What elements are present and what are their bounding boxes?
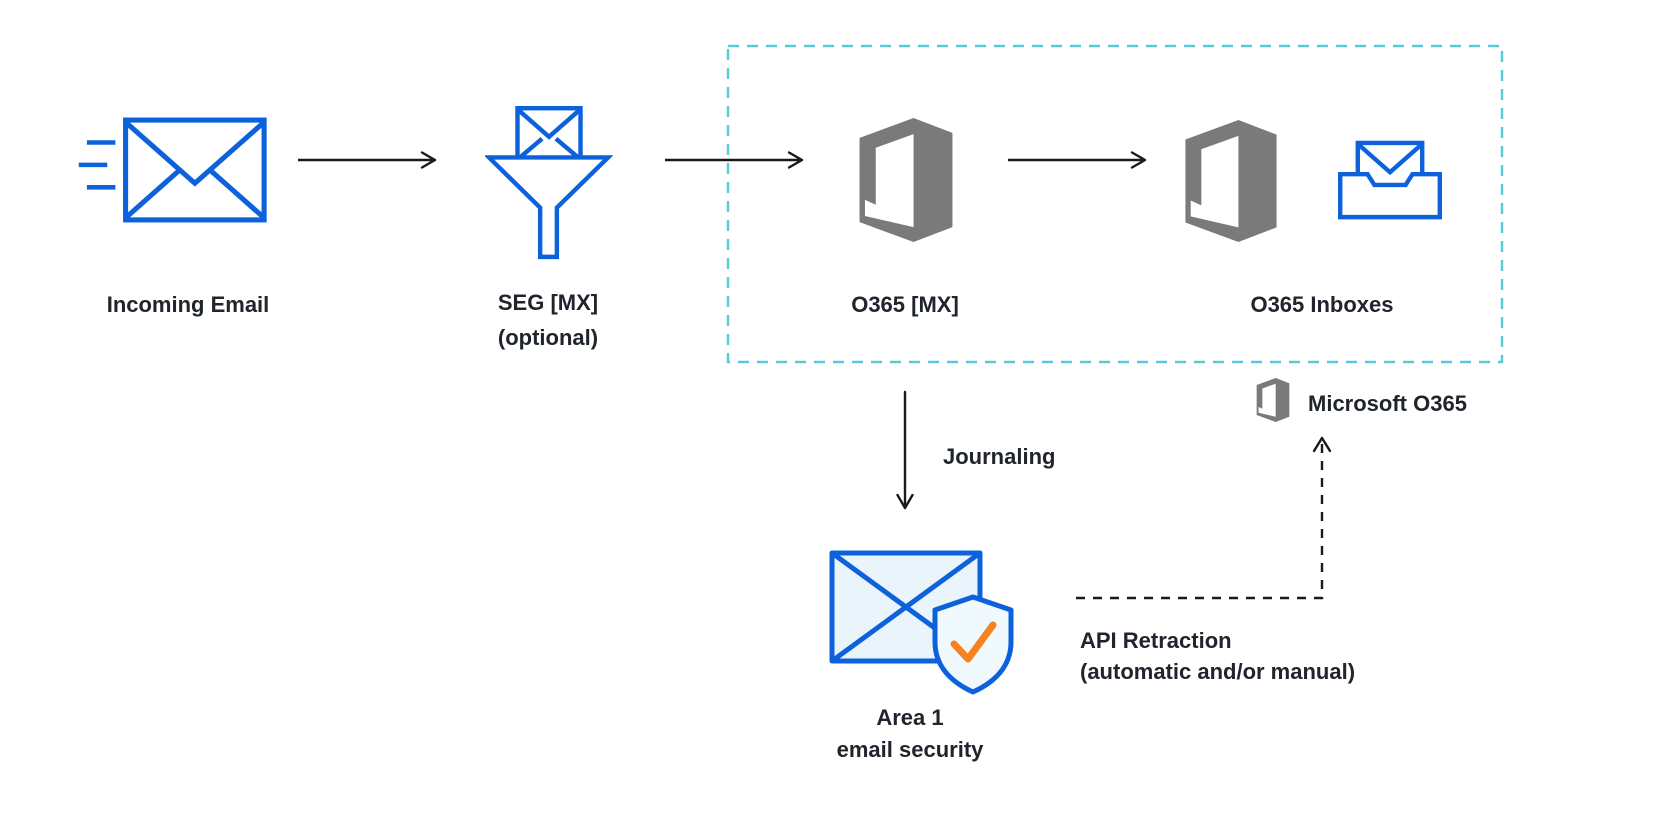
o365-mx-node (852, 118, 960, 242)
incoming-email-label: Incoming Email (106, 292, 270, 317)
envelope-shield-check-icon (829, 550, 1014, 695)
arrow-incoming-to-seg (298, 151, 437, 169)
seg-sublabel: (optional) (497, 325, 599, 350)
check-icon (950, 621, 997, 663)
o365-inbox-tray (1336, 140, 1444, 222)
microsoft-o365-label: Microsoft O365 (1308, 391, 1467, 416)
inbox-envelope-icon (1338, 140, 1442, 220)
microsoft-o365-group-box (726, 44, 1504, 364)
speeding-envelope-icon (78, 117, 267, 223)
seg-node (485, 102, 613, 270)
funnel-envelope-icon (485, 106, 613, 260)
seg-label-group: SEG [MX] (optional) (448, 285, 648, 355)
api-retraction-label: API Retraction (1080, 628, 1232, 653)
journaling-label: Journaling (943, 444, 1056, 469)
area1-label-line1: Area 1 (876, 705, 944, 730)
office365-logo-icon (859, 118, 953, 242)
office365-logo-icon (1185, 120, 1277, 242)
incoming-email-node (78, 116, 273, 226)
journaling-arrow (896, 390, 914, 510)
api-retraction-label-group: API Retraction (automatic and/or manual) (1080, 625, 1355, 687)
arrow-seg-to-o365mx (665, 151, 804, 169)
o365-inboxes-label: O365 Inboxes (1250, 292, 1394, 317)
area1-label-line2: email security (836, 737, 984, 762)
group-legend (1254, 378, 1292, 422)
arrow-o365mx-to-inboxes (1008, 151, 1147, 169)
area1-label-group: Area 1 email security (800, 702, 1020, 766)
o365-inboxes-node (1178, 120, 1284, 242)
area1-node (828, 545, 1023, 695)
api-retraction-sublabel: (automatic and/or manual) (1080, 659, 1356, 684)
seg-label: SEG [MX] (497, 290, 599, 315)
o365-mx-label: O365 [MX] (851, 292, 959, 317)
shield-icon (932, 594, 1014, 695)
api-retraction-arrow (1076, 436, 1332, 600)
office365-logo-icon (1256, 378, 1290, 422)
